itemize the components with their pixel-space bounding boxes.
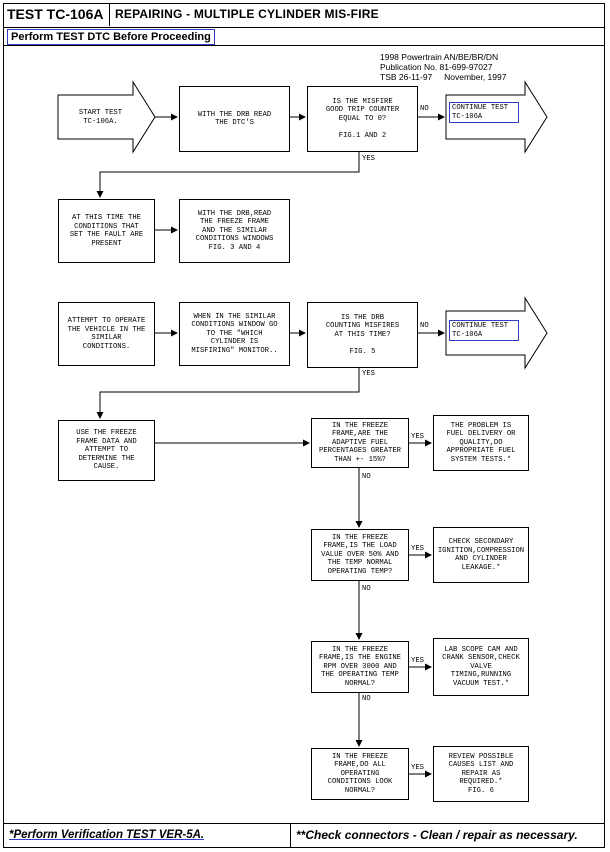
similar-window-step-text: WHEN IN THE SIMILAR CONDITIONS WINDOW GO… bbox=[191, 312, 278, 355]
yes-label-5: YES bbox=[411, 657, 424, 665]
operate-vehicle-step: ATTEMPT TO OPERATE THE VEHICLE IN THE SI… bbox=[58, 302, 155, 366]
no-label-4: NO bbox=[362, 585, 371, 593]
load-value-question-text: IN THE FREEZE FRAME,IS THE LOAD VALUE OV… bbox=[321, 533, 399, 576]
start-step-text: START TEST TC-106A. bbox=[78, 109, 123, 126]
yes-label-6: YES bbox=[411, 764, 424, 772]
adaptive-fuel-question-text: IN THE FREEZE FRAME,ARE THE ADAPTIVE FUE… bbox=[319, 421, 401, 464]
ignition-check-result-text: CHECK SECONDARY IGNITION,COMPRESSION AND… bbox=[437, 538, 525, 572]
operate-vehicle-step-text: ATTEMPT TO OPERATE THE VEHICLE IN THE SI… bbox=[67, 317, 146, 351]
publication-line-2: Publication No. 81-699-97027 bbox=[380, 62, 493, 72]
engine-rpm-question-text: IN THE FREEZE FRAME,IS THE ENGINE RPM OV… bbox=[319, 645, 401, 688]
yes-label-3: YES bbox=[411, 433, 424, 441]
footer-bar: *Perform Verification TEST VER-5A. **Che… bbox=[3, 823, 605, 848]
continue-test-link-1[interactable]: CONTINUE TEST TC-106A bbox=[449, 102, 519, 123]
adaptive-fuel-question: IN THE FREEZE FRAME,ARE THE ADAPTIVE FUE… bbox=[311, 418, 409, 468]
load-value-question: IN THE FREEZE FRAME,IS THE LOAD VALUE OV… bbox=[311, 529, 409, 581]
publication-line-3: TSB 26-11-97 November, 1997 bbox=[380, 72, 507, 82]
counting-misfires-question-text: IS THE DRB COUNTING MISFIRES AT THIS TIM… bbox=[325, 313, 400, 356]
review-causes-result: REVIEW POSSIBLE CAUSES LIST AND REPAIR A… bbox=[433, 746, 529, 802]
read-freeze-frame-step: WITH THE DRB,READ THE FREEZE FRAME AND T… bbox=[179, 199, 290, 263]
start-arrow-shape bbox=[57, 80, 156, 154]
test-id: TEST TC-106A bbox=[3, 3, 110, 26]
yes-label-2: YES bbox=[362, 370, 375, 378]
all-conditions-question-text: IN THE FREEZE FRAME,DO ALL OPERATING CON… bbox=[327, 752, 393, 795]
ignition-check-result: CHECK SECONDARY IGNITION,COMPRESSION AND… bbox=[433, 527, 529, 583]
misfire-counter-question: IS THE MISFIRE GOOD TRIP COUNTER EQUAL T… bbox=[307, 86, 418, 152]
lab-scope-result-text: LAB SCOPE CAM AND CRANK SENSOR,CHECK VAL… bbox=[442, 645, 520, 688]
no-label-3: NO bbox=[362, 473, 371, 481]
use-freeze-frame-step: USE THE FREEZE FRAME DATA AND ATTEMPT TO… bbox=[58, 420, 155, 481]
no-label-2: NO bbox=[420, 322, 429, 330]
fuel-delivery-result: THE PROBLEM IS FUEL DELIVERY OR QUALITY,… bbox=[433, 415, 529, 471]
verification-link[interactable]: *Perform Verification TEST VER-5A. bbox=[9, 829, 205, 841]
perform-dtc-link[interactable]: Perform TEST DTC Before Proceeding bbox=[7, 29, 215, 45]
read-dtc-step-text: WITH THE DRB READ THE DTC'S bbox=[197, 110, 272, 128]
header-bar: TEST TC-106A REPAIRING - MULTIPLE CYLIND… bbox=[3, 3, 605, 28]
verification-note: *Perform Verification TEST VER-5A. bbox=[3, 824, 291, 847]
all-conditions-question: IN THE FREEZE FRAME,DO ALL OPERATING CON… bbox=[311, 748, 409, 800]
yes-label-1: YES bbox=[362, 155, 375, 163]
connectors-note: **Check connectors - Clean / repair as n… bbox=[296, 828, 578, 842]
continue-test-link-2[interactable]: CONTINUE TEST TC-106A bbox=[449, 320, 519, 341]
similar-window-step: WHEN IN THE SIMILAR CONDITIONS WINDOW GO… bbox=[179, 302, 290, 366]
engine-rpm-question: IN THE FREEZE FRAME,IS THE ENGINE RPM OV… bbox=[311, 641, 409, 693]
no-label-1: NO bbox=[420, 105, 429, 113]
read-dtc-step: WITH THE DRB READ THE DTC'S bbox=[179, 86, 290, 152]
fuel-delivery-result-text: THE PROBLEM IS FUEL DELIVERY OR QUALITY,… bbox=[446, 421, 516, 464]
read-freeze-frame-step-text: WITH THE DRB,READ THE FREEZE FRAME AND T… bbox=[195, 209, 274, 252]
lab-scope-result: LAB SCOPE CAM AND CRANK SENSOR,CHECK VAL… bbox=[433, 638, 529, 696]
counting-misfires-question: IS THE DRB COUNTING MISFIRES AT THIS TIM… bbox=[307, 302, 418, 368]
yes-label-4: YES bbox=[411, 545, 424, 553]
conditions-present-step: AT THIS TIME THE CONDITIONS THAT SET THE… bbox=[58, 199, 155, 263]
no-label-5: NO bbox=[362, 695, 371, 703]
page-frame bbox=[3, 3, 605, 848]
use-freeze-frame-step-text: USE THE FREEZE FRAME DATA AND ATTEMPT TO… bbox=[76, 429, 137, 472]
review-causes-result-text: REVIEW POSSIBLE CAUSES LIST AND REPAIR A… bbox=[448, 752, 514, 795]
misfire-counter-question-text: IS THE MISFIRE GOOD TRIP COUNTER EQUAL T… bbox=[325, 97, 400, 140]
page-title: REPAIRING - MULTIPLE CYLINDER MIS-FIRE bbox=[115, 7, 379, 21]
publication-line-1: 1998 Powertrain AN/BE/BR/DN bbox=[380, 52, 499, 62]
subheader-bar: Perform TEST DTC Before Proceeding bbox=[3, 28, 605, 46]
conditions-present-step-text: AT THIS TIME THE CONDITIONS THAT SET THE… bbox=[69, 214, 144, 248]
